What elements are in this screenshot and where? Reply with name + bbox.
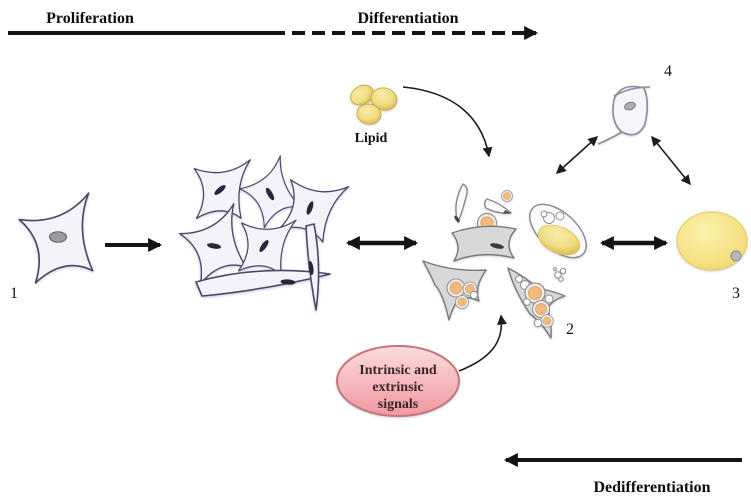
- forming-lipid-droplet: [455, 295, 469, 309]
- forming-lipid-droplet: [446, 278, 466, 298]
- lipid-droplet: [370, 87, 398, 111]
- proliferation-label: Proliferation: [46, 10, 134, 27]
- adipocyte-body: [676, 211, 748, 271]
- forming-lipid-droplet: [501, 190, 513, 202]
- spindle-cell: [455, 183, 468, 223]
- arrow-signals-to-cells: [458, 314, 507, 372]
- dedifferentiated-cell: [597, 85, 651, 145]
- lipid-droplet: [356, 103, 382, 125]
- signals-text-line2: extrinsic: [372, 380, 423, 395]
- vesicle-bubble: [558, 276, 564, 282]
- arrow-cell4-adipocyte: [651, 135, 691, 186]
- gray-preadipocyte: [451, 225, 517, 262]
- bottom-axis: Dedifferentiation: [503, 453, 742, 496]
- vesicle-bubble: [559, 267, 567, 275]
- lipid-droplet: [350, 84, 374, 106]
- signals-text-line3: signals: [378, 397, 419, 412]
- stage2-number: 2: [566, 321, 574, 338]
- cell-nucleus: [624, 101, 636, 111]
- large-lipid-droplet: [537, 224, 581, 256]
- cell-nucleus: [730, 250, 742, 262]
- lipid-droplets: [350, 84, 398, 125]
- differentiating-cells-group: [422, 183, 587, 339]
- spindle-cell: [484, 198, 512, 214]
- differentiation-label: Differentiation: [357, 10, 458, 27]
- vesicle-bubble: [554, 271, 562, 279]
- dedifferentiation-label: Dedifferentiation: [593, 479, 710, 496]
- preadipocyte-cell: [18, 192, 94, 284]
- top-axis: Proliferation Differentiation: [8, 10, 539, 40]
- signals-ellipse: [336, 345, 460, 417]
- proliferating-cells-cluster: [175, 148, 352, 311]
- arrow-group2-cell4: [555, 135, 599, 175]
- mature-adipocyte: [676, 211, 748, 271]
- signals-bubble: Intrinsic and extrinsic signals: [336, 345, 460, 417]
- signals-text-line1: Intrinsic and: [359, 363, 437, 378]
- stage1-number: 1: [10, 285, 18, 302]
- forming-lipid-droplet: [540, 314, 554, 328]
- stage4-number: 4: [664, 63, 672, 80]
- vesicle-bubble: [553, 267, 557, 271]
- cell-nucleus: [49, 231, 67, 243]
- arrow-lipid-to-cells: [402, 86, 493, 158]
- lipid-label: Lipid: [355, 131, 388, 146]
- stage3-number: 3: [732, 285, 740, 302]
